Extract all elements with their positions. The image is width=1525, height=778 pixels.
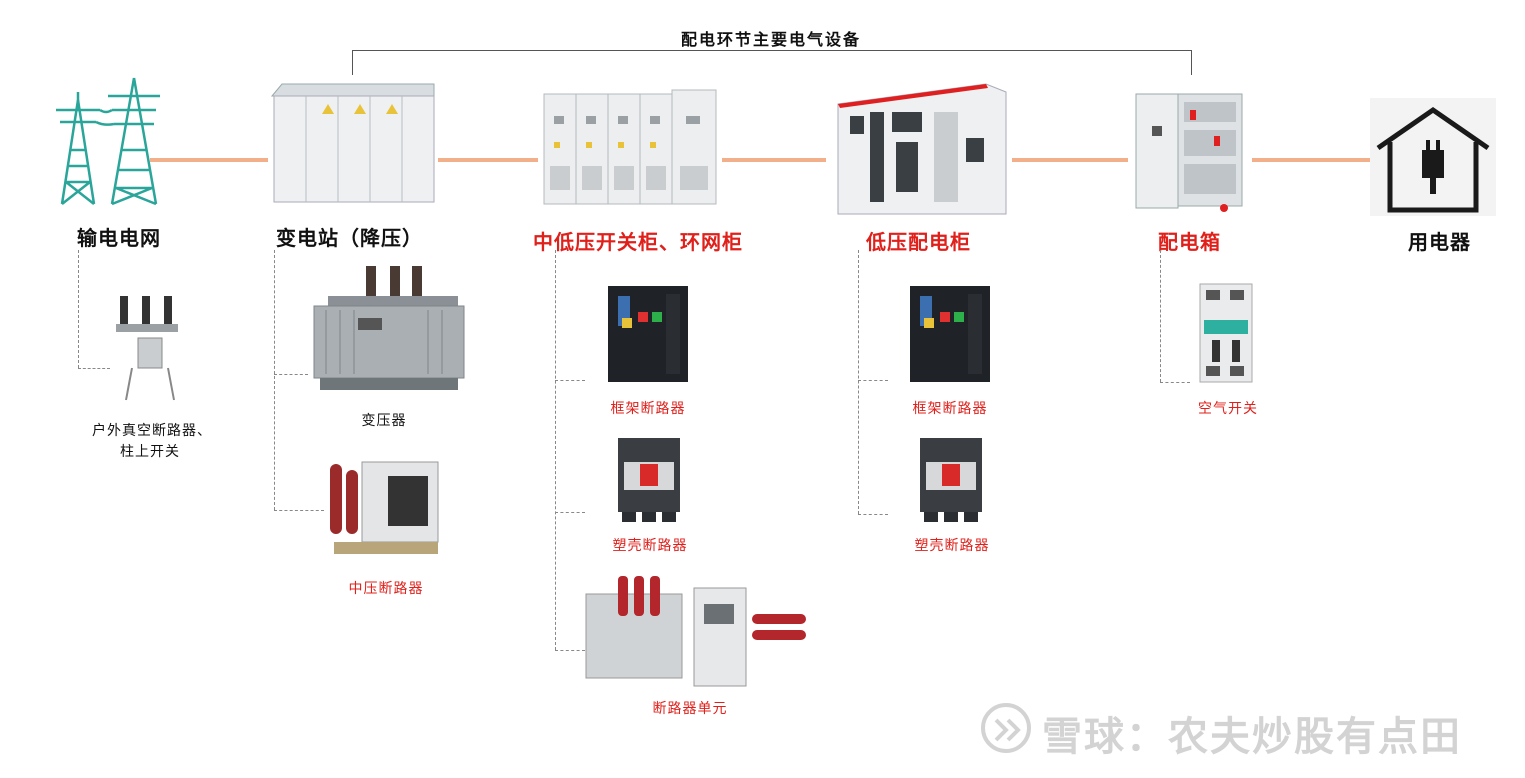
component-label-grid-1b: 柱上开关 xyxy=(120,444,180,460)
dash-sw-h1 xyxy=(555,380,585,381)
dash-lv-h1 xyxy=(858,380,888,381)
watermark-text: 雪球：农夫炒股有点田 xyxy=(1042,714,1462,760)
distribution-box-icon xyxy=(1132,90,1246,214)
connector-5 xyxy=(1252,158,1370,162)
component-label-grid-1a: 户外真空断路器、 xyxy=(92,423,212,439)
dash-sub-h2 xyxy=(274,510,324,511)
component-label-air-switch: 空气开关 xyxy=(1198,401,1258,417)
dash-sub-h1 xyxy=(274,374,308,375)
dash-sub-v xyxy=(274,250,275,510)
diagram-title: 配电环节主要电气设备 xyxy=(674,26,868,50)
dash-sw-h3 xyxy=(555,650,585,651)
house-plug-icon xyxy=(1370,98,1496,216)
stage-label-box: 配电箱 xyxy=(1158,230,1221,254)
frame-breaker-icon xyxy=(604,282,696,386)
component-label-lv-molded: 塑壳断路器 xyxy=(914,538,990,554)
breaker-unit-icon xyxy=(576,574,812,688)
connector-2 xyxy=(438,158,538,162)
medium-voltage-breaker-icon xyxy=(326,456,442,558)
component-label-lv-frame: 框架断路器 xyxy=(912,401,988,417)
molded-case-breaker-icon xyxy=(614,434,684,524)
connector-1 xyxy=(150,158,268,162)
component-label-mv-breaker: 中压断路器 xyxy=(348,581,424,597)
transmission-tower-icon xyxy=(48,70,172,206)
dash-sw-h2 xyxy=(555,512,585,513)
dash-box-v xyxy=(1160,250,1161,382)
frame-breaker-icon-lv xyxy=(906,282,998,386)
component-label-sw-molded: 塑壳断路器 xyxy=(612,538,688,554)
switchgear-cabinet-icon xyxy=(540,86,720,206)
molded-case-breaker-icon-lv xyxy=(916,434,986,524)
connector-4 xyxy=(1012,158,1128,162)
distribution-cabinet-icon xyxy=(836,82,1008,216)
component-label-sw-frame: 框架断路器 xyxy=(610,401,686,417)
stage-label-lowvoltage: 低压配电柜 xyxy=(866,230,971,254)
vacuum-breaker-icon xyxy=(112,292,182,402)
dash-box-h xyxy=(1160,382,1190,383)
dash-lv-h2 xyxy=(858,514,888,515)
component-label-sw-unit: 断路器单元 xyxy=(652,701,728,717)
substation-icon xyxy=(268,82,438,204)
stage-label-substation: 变电站（降压） xyxy=(276,226,423,250)
stage-label-switchgear: 中低压开关柜、环网柜 xyxy=(533,230,743,254)
dash-lv-v xyxy=(858,250,859,514)
dash-grid-v xyxy=(78,250,79,368)
component-label-transformer: 变压器 xyxy=(361,413,407,429)
connector-3 xyxy=(722,158,826,162)
title-bracket xyxy=(352,50,1192,75)
stage-label-consumer: 用电器 xyxy=(1408,230,1471,254)
stage-label-grid: 输电电网 xyxy=(77,226,161,250)
dash-sw-v xyxy=(555,250,556,650)
transformer-icon xyxy=(306,262,466,394)
air-switch-icon xyxy=(1196,280,1256,386)
dash-grid-h xyxy=(78,368,110,369)
snowball-logo-icon xyxy=(980,702,1032,754)
